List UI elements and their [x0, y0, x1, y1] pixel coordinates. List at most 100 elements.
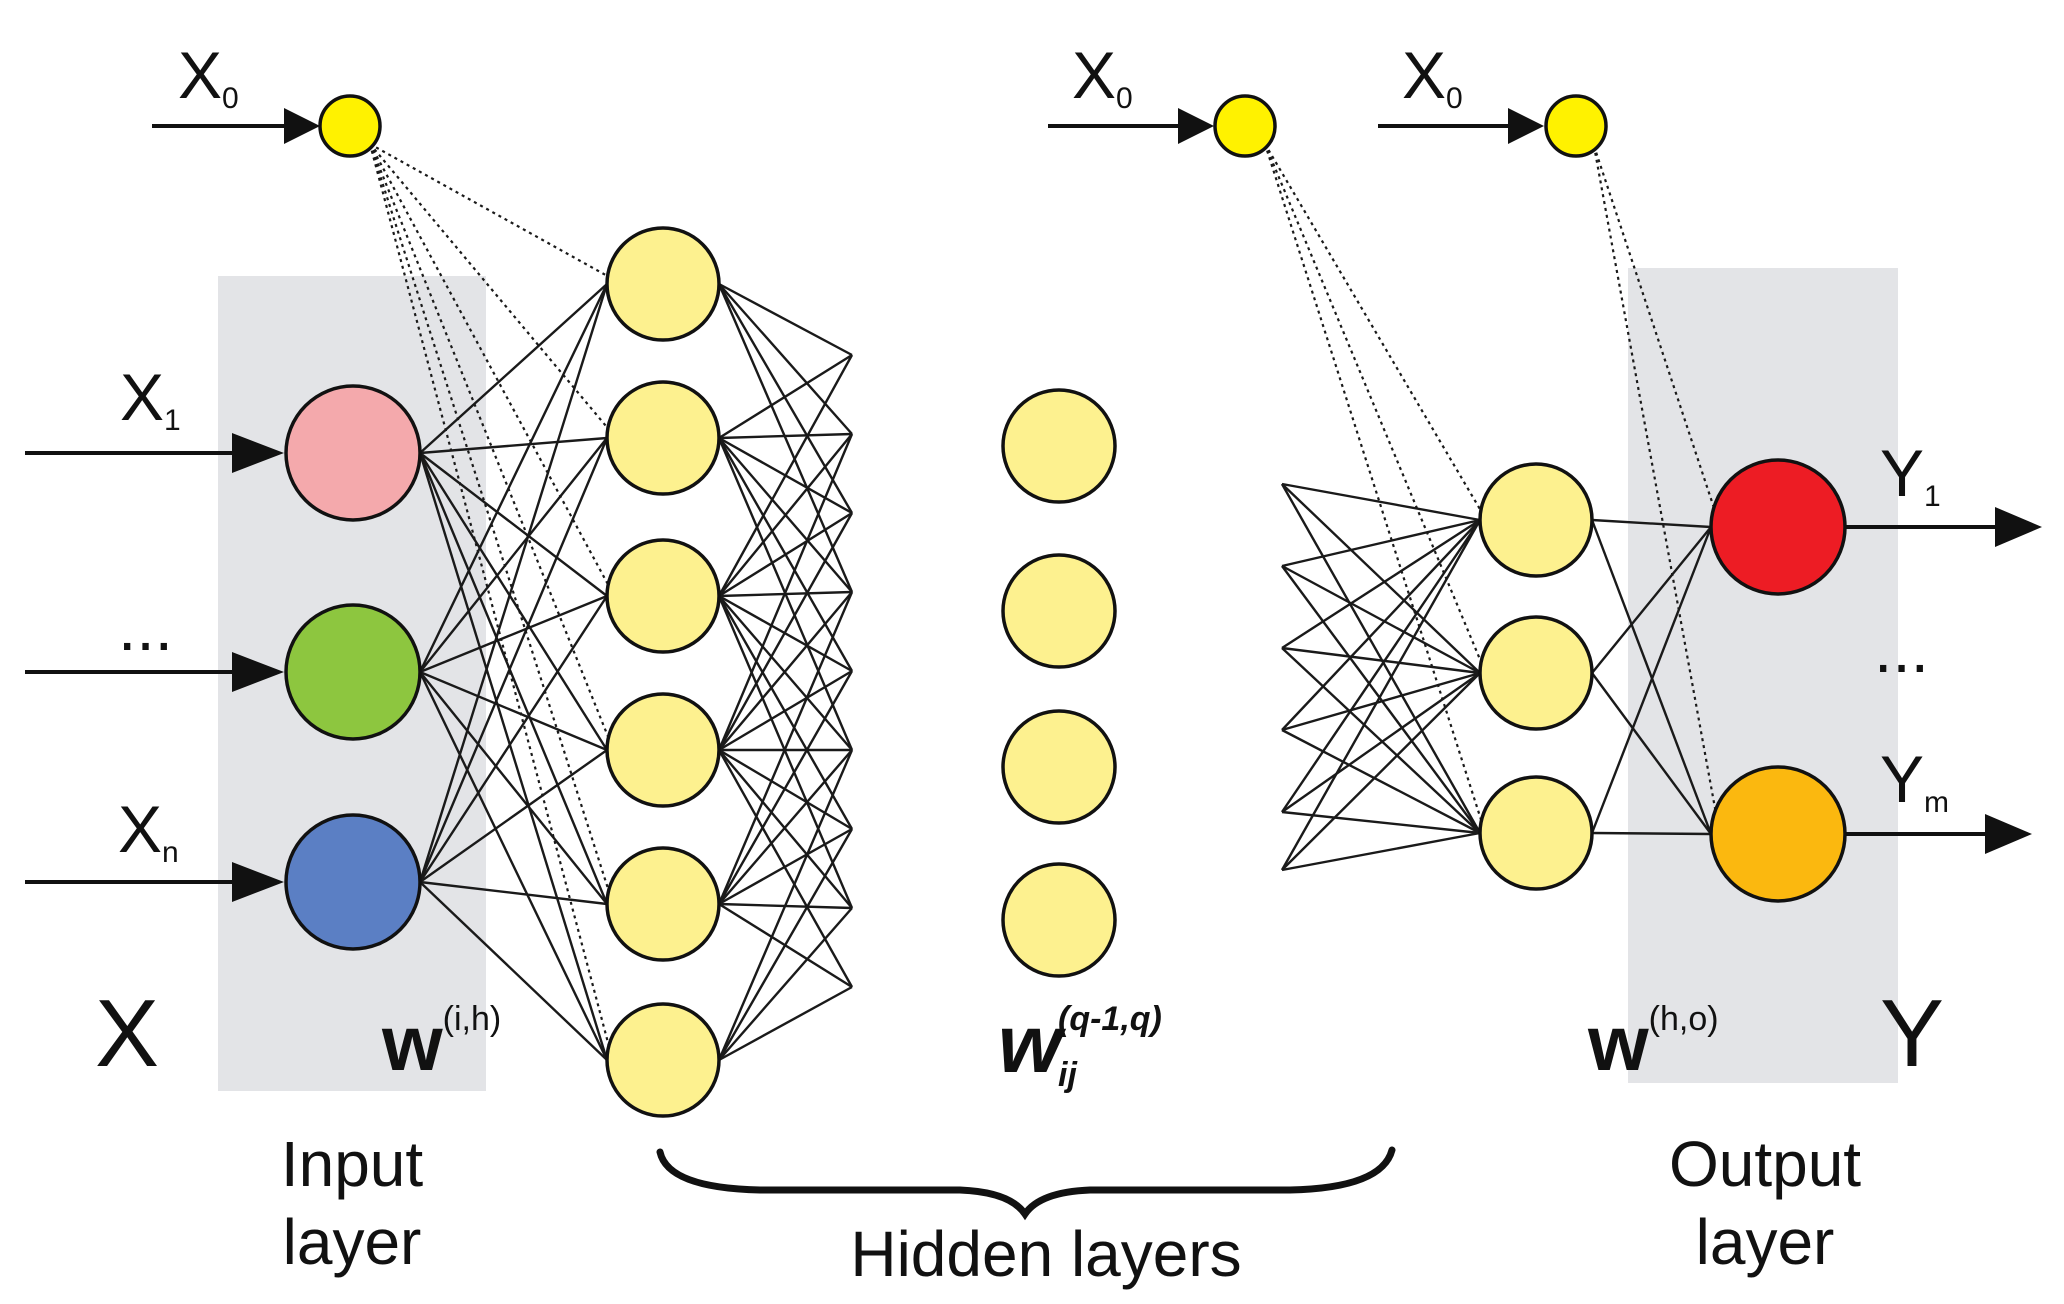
- input-layer-caption-1: Input: [281, 1128, 424, 1200]
- bias-edge-2-2: [1263, 143, 1486, 670]
- edge-stub6-hiddenlast2: [1281, 672, 1481, 871]
- edge-hidden1-4-stub3: [717, 512, 854, 751]
- edge-hidden1-3-stub6: [718, 595, 853, 751]
- output-layer-band: [1628, 268, 1898, 1083]
- weights-hidden-hidden-sup: (q-1,q): [1058, 1000, 1162, 1038]
- edge-hiddenlast1-output1: [1591, 518, 1712, 529]
- edge-hidden1-4-stub8: [718, 749, 853, 909]
- edge-hidden1-3-stub2: [718, 433, 853, 597]
- edge-stub2-hiddenlast1: [1281, 518, 1481, 568]
- output-y1-label: Y1: [1880, 436, 1941, 513]
- edge-hidden1-3-stub7: [717, 595, 854, 830]
- input-neuron-2: [284, 603, 422, 741]
- edge-stub1-hiddenlast2: [1281, 483, 1481, 674]
- edge-input2-hidden5: [419, 671, 608, 905]
- output-ellipsis: ...: [1874, 612, 1929, 686]
- output-arrowhead-2: [1985, 814, 2032, 854]
- edge-stub1-hiddenlast1: [1281, 482, 1481, 522]
- hidden-layers-caption: Hidden layers: [850, 1218, 1241, 1290]
- bias-node-3: [1544, 94, 1608, 158]
- edge-hiddenlast2-output1: [1591, 526, 1712, 674]
- input-arrowhead-3: [232, 862, 284, 902]
- edge-stub5-hiddenlast1: [1281, 519, 1481, 813]
- edge-input3-hidden2: [418, 437, 609, 883]
- edge-input2-hidden4: [419, 670, 608, 752]
- bias-node-2: [1213, 94, 1277, 158]
- bias-label-3: X0: [1402, 38, 1463, 115]
- hidden1-neuron-2: [605, 380, 721, 496]
- hidden-mid-neuron-3: [1001, 709, 1117, 825]
- output-arrowhead-1: [1995, 507, 2042, 547]
- input-xn-label: Xn: [118, 792, 179, 869]
- input-vector-label: X: [95, 980, 159, 1087]
- bias-arrowhead-2: [1178, 108, 1214, 144]
- edge-hidden1-2-stub2: [718, 432, 853, 440]
- edge-hidden1-2-stub1: [718, 353, 853, 440]
- edge-stub2-hiddenlast3: [1281, 565, 1481, 834]
- edge-input1-hidden6: [418, 452, 609, 1061]
- edge-hiddenlast3-output2: [1591, 831, 1712, 836]
- weights-hidden-output-label: w(h,o): [1587, 999, 1719, 1087]
- edge-hiddenlast3-output1: [1590, 526, 1713, 834]
- hidden1-neuron-5: [605, 846, 721, 962]
- bias-edge-1-6: [368, 143, 613, 1055]
- output-layer-caption-1: Output: [1669, 1128, 1861, 1200]
- edge-input3-hidden6: [419, 881, 608, 1061]
- edge-input3-hidden1: [418, 283, 609, 883]
- output-vector-label: Y: [1880, 980, 1944, 1087]
- edge-input1-hidden1: [419, 283, 608, 454]
- input-arrows: [25, 433, 284, 902]
- output-layer-caption-2: layer: [1696, 1206, 1835, 1278]
- edge-input1-hidden5: [418, 452, 609, 905]
- edge-hidden1-1-stub3: [717, 283, 854, 514]
- edge-hidden1-4-stub5: [718, 669, 853, 752]
- edge-hidden1-4-stub4: [718, 591, 853, 751]
- edge-input1-hidden4: [418, 452, 609, 751]
- edge-hidden1-6-stub6: [717, 749, 854, 1061]
- edge-input3-hidden4: [419, 749, 608, 883]
- hidden1-neuron-6: [605, 1002, 721, 1118]
- input-hidden-edges: [418, 283, 609, 1061]
- edge-stub6-hiddenlast3: [1281, 831, 1481, 872]
- edge-stub2-hiddenlast2: [1281, 564, 1481, 675]
- input-arrowhead-2: [232, 652, 284, 692]
- edge-input3-hidden5: [419, 880, 608, 906]
- edge-stub4-hiddenlast1: [1281, 519, 1481, 731]
- hidden-last-stub-edges: [1280, 482, 1482, 872]
- edge-input2-hidden6: [418, 671, 609, 1061]
- edge-input2-hidden1: [418, 283, 609, 673]
- input-arrowhead-1: [232, 433, 284, 473]
- output-neuron-2: [1709, 765, 1847, 903]
- edge-hidden1-6-stub8: [718, 907, 853, 1061]
- input-neuron-1: [284, 384, 422, 522]
- hidden-mid-neuron-2: [1001, 553, 1117, 669]
- hidden-layers-brace: [656, 1146, 1396, 1221]
- hidden1-neuron-3: [605, 538, 721, 654]
- hidden-last-neuron-3: [1478, 775, 1594, 891]
- edge-stub3-hiddenlast1: [1281, 518, 1481, 650]
- edge-hidden1-1-stub2: [718, 283, 853, 435]
- input-neuron-3: [284, 813, 422, 951]
- hidden-mid-neuron-4: [1001, 862, 1117, 978]
- edge-stub1-hiddenlast3: [1280, 483, 1482, 834]
- hidden-last-neuron-2: [1478, 615, 1594, 731]
- hidden1-neuron-1: [605, 226, 721, 342]
- bias-edge-1-5: [368, 143, 613, 899]
- input-x1-label: X1: [120, 360, 181, 437]
- bias-edge-3-1: [1592, 145, 1721, 524]
- edge-hidden1-3-stub1: [717, 354, 854, 597]
- edge-hidden1-6-stub9: [718, 985, 853, 1062]
- edge-hidden1-6-stub7: [717, 828, 854, 1061]
- edge-hidden1-5-stub6: [718, 749, 853, 905]
- bias-arrows: [152, 108, 1544, 144]
- hidden-output-edges: [1590, 518, 1713, 836]
- edge-hidden1-1-stub4: [717, 283, 854, 593]
- bias-edges: [368, 143, 1721, 1055]
- bias-arrowhead-1: [284, 108, 320, 144]
- edge-hidden1-3-stub8: [717, 595, 854, 909]
- output-ym-label: Ym: [1880, 742, 1949, 819]
- input-ellipsis: ...: [118, 590, 173, 664]
- edge-hidden1-5-stub5: [717, 670, 854, 905]
- bias-edge-1-3: [369, 143, 612, 591]
